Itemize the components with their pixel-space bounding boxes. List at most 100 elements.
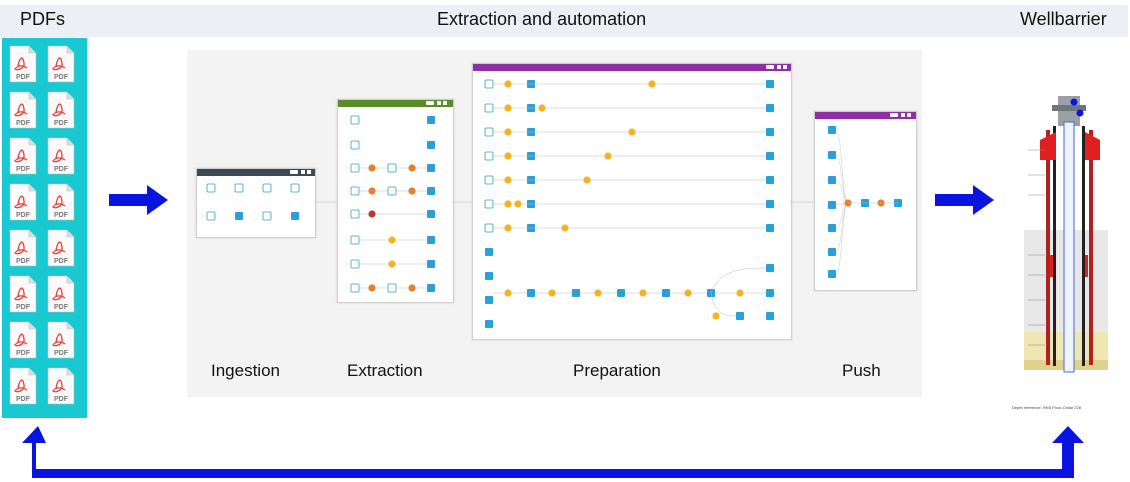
prep-dataset-icon — [527, 289, 535, 297]
pdf-label: PDF — [54, 258, 69, 265]
pdf-file-icon: PDF — [47, 183, 75, 221]
prep-recipe-icon — [504, 176, 512, 184]
push-source-icon — [828, 151, 836, 159]
prep-output-icon — [766, 289, 774, 297]
stage-preparation-label: Preparation — [573, 361, 661, 380]
prep-recipe-icon — [583, 176, 591, 184]
close-icon — [783, 65, 787, 69]
extraction-recipe-icon — [368, 210, 376, 218]
extraction-recipe-icon — [408, 284, 416, 292]
edit-icon — [301, 170, 305, 174]
arrow-right-icon — [935, 185, 994, 215]
extraction-output-icon — [427, 260, 435, 268]
push-source-icon — [828, 270, 836, 278]
pdf-label: PDF — [54, 304, 69, 311]
prep-source-icon — [484, 199, 494, 209]
prep-recipe-icon — [504, 152, 512, 160]
prep-recipe-icon — [594, 289, 602, 297]
extraction-output-icon — [427, 236, 435, 244]
ingestion-dataset-icon — [234, 183, 244, 193]
extraction-recipe-icon — [408, 187, 416, 195]
pdf-file-icon: PDF — [47, 137, 75, 175]
push-source-icon — [828, 224, 836, 232]
pdf-label: PDF — [54, 166, 69, 173]
prep-source-icon — [484, 79, 494, 89]
depth-reference-text: Depth reference: RKB Floor-Cellar 228 — [1012, 405, 1081, 410]
prep-recipe-icon — [504, 200, 512, 208]
pdf-file-icon: PDF — [47, 321, 75, 359]
prep-recipe-icon — [712, 312, 720, 320]
ingestion-dataset-icon — [206, 211, 216, 221]
extraction-output-icon — [427, 284, 435, 292]
pdf-file-icon: PDF — [47, 229, 75, 267]
extraction-title: Extraction and automation — [437, 9, 647, 29]
pdf-file-icon: PDF — [47, 367, 75, 405]
prep-output-icon — [766, 224, 774, 232]
edit-icon — [437, 101, 441, 105]
prep-recipe-icon — [648, 80, 656, 88]
prep-source-icon — [485, 272, 493, 280]
edit-icon — [901, 113, 905, 117]
prep-recipe-icon — [504, 104, 512, 112]
prep-output-icon — [766, 312, 774, 320]
prep-dataset-icon — [617, 289, 625, 297]
prep-recipe-icon — [548, 289, 556, 297]
prep-recipe-icon — [504, 128, 512, 136]
prep-recipe-icon — [504, 224, 512, 232]
prep-source-icon — [484, 127, 494, 137]
edit-icon — [777, 65, 781, 69]
ingestion-dataset-icon — [290, 183, 300, 193]
prep-recipe-icon — [538, 104, 546, 112]
extraction-source-icon — [350, 283, 360, 293]
extraction-mid-icon — [387, 186, 397, 196]
prep-recipe-icon — [514, 200, 522, 208]
extraction-source-icon — [350, 140, 360, 150]
packer-icon — [1050, 255, 1053, 277]
prep-output-icon — [766, 264, 774, 272]
prep-output-icon — [766, 152, 774, 160]
pdf-file-icon: PDF — [47, 45, 75, 83]
pdf-label: PDF — [16, 350, 31, 357]
extraction-recipe-icon — [388, 236, 396, 244]
ingestion-dataset-icon — [262, 211, 272, 221]
prep-dataset-icon — [572, 289, 580, 297]
tubing — [1063, 121, 1075, 373]
push-source-icon — [828, 176, 836, 184]
pdf-file-icon: PDF — [9, 229, 37, 267]
casing-string — [1046, 130, 1050, 365]
extraction-mid-icon — [387, 163, 397, 173]
prep-source-icon — [484, 175, 494, 185]
ingestion-dataset-icon — [206, 183, 216, 193]
close-icon — [307, 170, 311, 174]
panel-badge — [890, 113, 898, 117]
panel-badge — [766, 65, 774, 69]
pdf-label: PDF — [16, 396, 31, 403]
prep-output-icon — [766, 104, 774, 112]
stage-push-label: Push — [842, 361, 881, 380]
extraction-panel — [337, 99, 454, 303]
extraction-source-icon — [350, 259, 360, 269]
extraction-output-icon — [427, 210, 435, 218]
pdf-label: PDF — [54, 350, 69, 357]
extraction-output-icon — [427, 116, 435, 124]
casing-string — [1089, 130, 1093, 365]
prep-source-icon — [485, 296, 493, 304]
extraction-recipe-icon — [408, 164, 416, 172]
pdf-file-icon: PDF — [9, 91, 37, 129]
prep-recipe-icon — [684, 289, 692, 297]
ingestion-panel — [196, 168, 316, 238]
pdf-file-icon: PDF — [9, 45, 37, 83]
packer-icon — [1085, 255, 1088, 277]
prep-recipe-icon — [639, 289, 647, 297]
feedback-loop-arrow — [22, 426, 1084, 478]
extraction-source-icon — [350, 235, 360, 245]
extraction-source-icon — [350, 186, 360, 196]
ingestion-dataset-icon — [235, 212, 243, 220]
extraction-panel-header — [338, 100, 453, 107]
extraction-recipe-icon — [368, 187, 376, 195]
pdf-label: PDF — [54, 120, 69, 127]
pdf-label: PDF — [16, 120, 31, 127]
extraction-recipe-icon — [368, 164, 376, 172]
wellhead-icon — [1052, 105, 1086, 111]
